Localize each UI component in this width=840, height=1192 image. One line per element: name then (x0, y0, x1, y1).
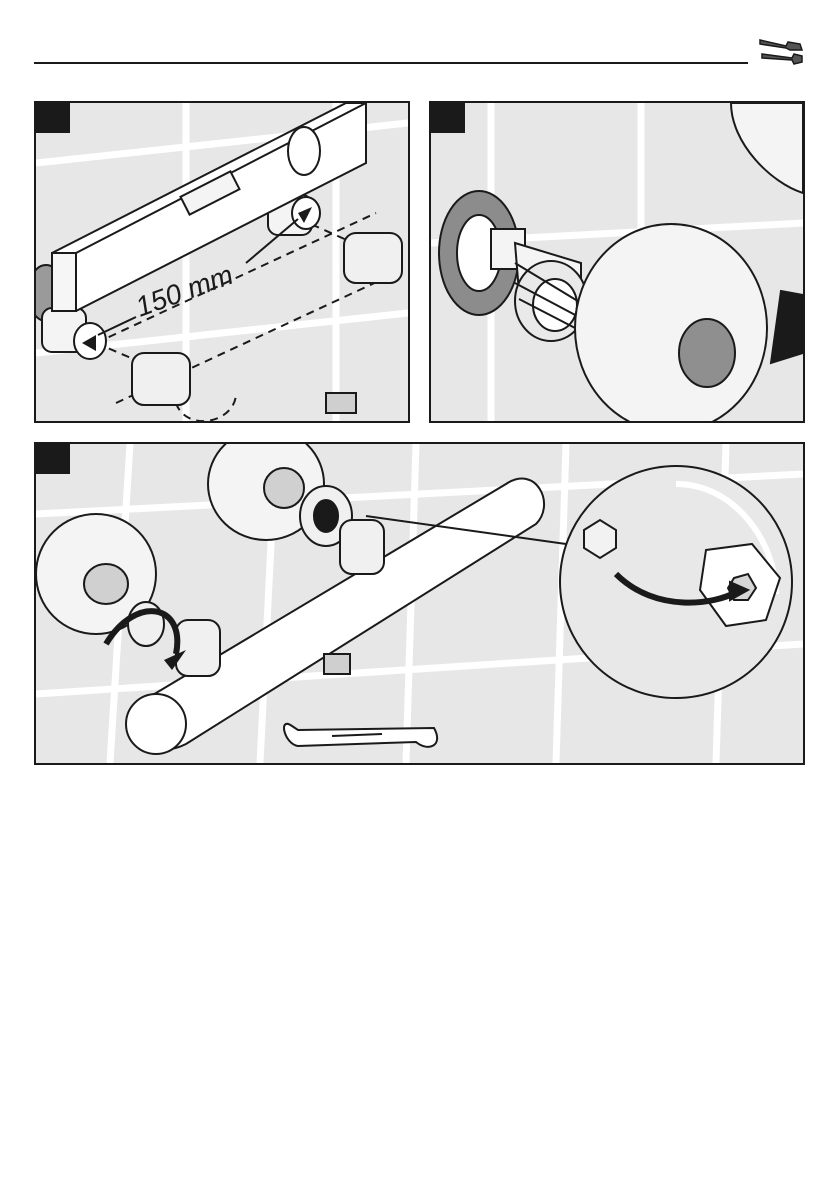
step-3-panel (34, 442, 805, 765)
open-end-wrench-icon (284, 724, 437, 747)
step-2-badge (431, 103, 465, 133)
step-1-badge (36, 103, 70, 133)
step-3-illustration (36, 444, 803, 763)
step-2-panel (429, 101, 805, 423)
header-rule (34, 62, 748, 64)
step-2-illustration (431, 103, 803, 421)
step-3-badge (36, 444, 70, 474)
step-1-illustration: 150 mm (36, 103, 408, 421)
step-1-panel: 150 mm (34, 101, 410, 423)
wrench-screwdriver-icon (756, 32, 806, 68)
